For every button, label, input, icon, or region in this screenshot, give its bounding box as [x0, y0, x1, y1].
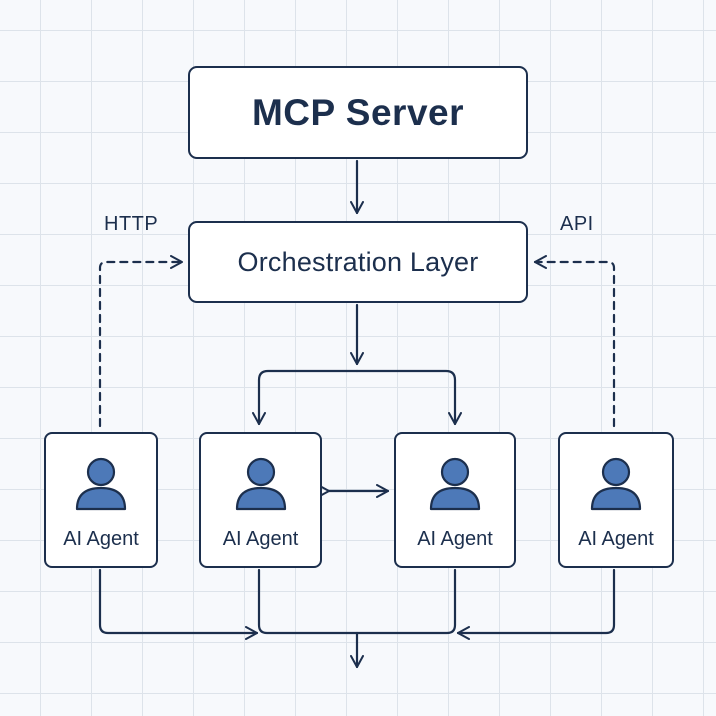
- user-icon: [429, 457, 481, 511]
- api-label: API: [560, 213, 594, 235]
- dashed-arrow-http: [98, 255, 184, 428]
- arrow-split-to-agent-3: [355, 369, 462, 426]
- orchestration-layer-node: Orchestration Layer: [188, 221, 528, 303]
- ai-agent-node-4: AI Agent: [558, 432, 674, 568]
- mcp-server-title: MCP Server: [251, 91, 465, 133]
- http-label: HTTP: [104, 213, 159, 235]
- user-icon: [590, 457, 642, 511]
- ai-agent-label: AI Agent: [63, 528, 139, 550]
- arrow-agent-4-to-output: [456, 568, 616, 640]
- ai-agent-node-2: AI Agent: [199, 432, 322, 568]
- mcp-server-node: MCP Server: [188, 66, 528, 159]
- user-icon: [75, 457, 127, 511]
- ai-agent-label: AI Agent: [222, 528, 299, 550]
- arrow-split-to-agent-2: [252, 369, 359, 426]
- orchestration-layer-title: Orchestration Layer: [237, 246, 479, 277]
- ai-agent-label: AI Agent: [578, 528, 654, 550]
- ai-agent-label: AI Agent: [417, 528, 493, 550]
- merge-line-agents-2-3: [257, 568, 457, 635]
- arrow-agent-1-to-output: [98, 568, 259, 640]
- user-icon: [235, 457, 286, 511]
- dashed-arrow-api: [533, 255, 616, 428]
- ai-agent-node-1: AI Agent: [44, 432, 158, 568]
- ai-agent-node-3: AI Agent: [394, 432, 516, 568]
